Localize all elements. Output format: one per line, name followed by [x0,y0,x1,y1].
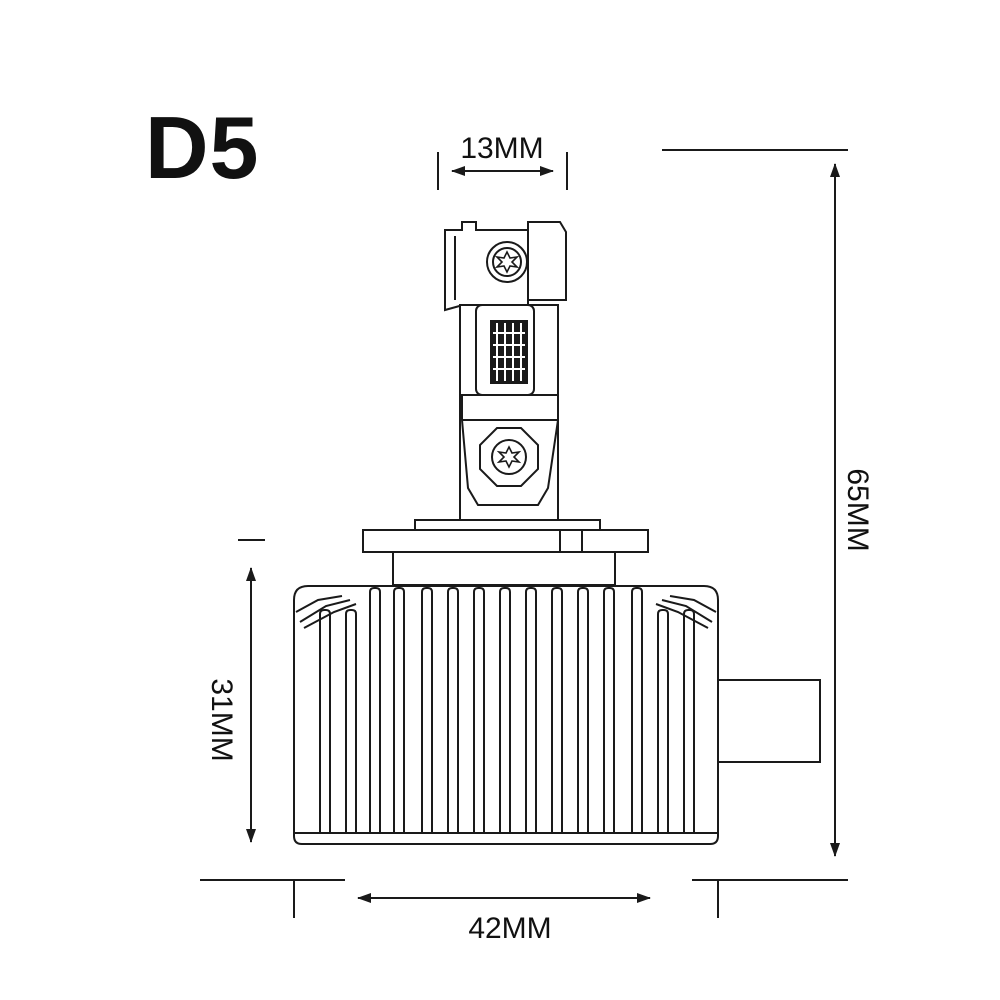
dim-top-width [437,152,568,190]
fin [551,587,563,834]
dim-total-height-label: 65MM [841,468,874,551]
fin [499,587,511,834]
fin-edges [295,595,717,629]
flange [362,519,649,586]
fin [525,587,537,834]
dim-top-width-label: 13MM [460,132,543,165]
fin [447,587,459,834]
dim-body-height-label: 31MM [205,678,238,761]
fin [369,587,381,834]
fin [319,609,331,834]
dim-body-width-label: 42MM [468,912,551,945]
heat-sink-fins [319,587,695,834]
fin [603,587,615,834]
torx-screw-icon [486,241,528,283]
torx-screw-icon [479,427,539,487]
dim-body-height [238,539,265,843]
fin [577,587,589,834]
fin [683,609,695,834]
fin [473,587,485,834]
fin [421,587,433,834]
led-chip-icon [490,320,528,384]
fin [631,587,643,834]
model-title: D5 [145,98,260,197]
fin [345,609,357,834]
dim-body-width [200,879,719,918]
fin [393,587,405,834]
fin [657,609,669,834]
